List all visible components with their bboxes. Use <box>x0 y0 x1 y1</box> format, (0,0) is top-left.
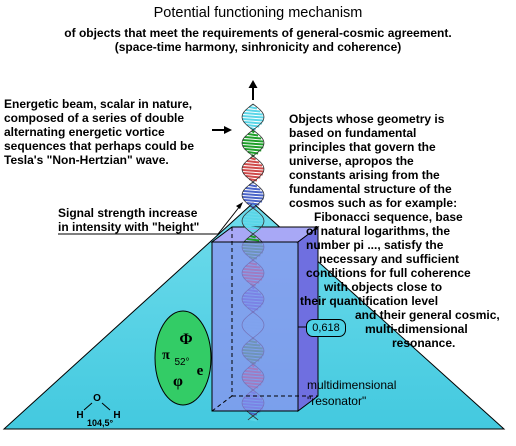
resonator-cube-front <box>211 227 318 412</box>
helix-rung <box>242 169 264 173</box>
helix-rung <box>251 208 255 212</box>
oxygen-atom: O <box>93 393 101 404</box>
signal-label: Signal strength increase in intensity wi… <box>58 206 199 234</box>
objects-description-line: number pi ..., satisfy the <box>306 238 444 252</box>
helix-rung <box>242 118 264 122</box>
objects-description-line: with objects close to <box>324 280 443 294</box>
helix-rung <box>248 106 258 110</box>
arrow-right-icon <box>212 126 232 134</box>
objects-description-line: cosmos such as for example: <box>289 196 458 210</box>
beam-description-line: Energetic beam, scalar in nature, <box>4 97 193 111</box>
beam-description-line: composed of a series of double <box>4 111 185 125</box>
helix-rung <box>248 184 258 188</box>
hydrogen-atom-right: H <box>113 410 120 421</box>
beam-description-line: sequences that perhaps could be <box>4 139 195 153</box>
subtitle-line-1: of objects that meet the requirements of… <box>64 26 452 40</box>
helix-rung <box>243 190 263 194</box>
signal-label-line: in intensity with "height" <box>58 220 200 234</box>
golden-ratio-badge: 0,618 <box>306 319 346 337</box>
objects-description-line: fundamental structure of the <box>289 182 452 196</box>
resonator-cube-back <box>210 226 320 412</box>
helix-rung <box>245 109 261 113</box>
helix-rung <box>251 130 255 134</box>
helix-rung <box>243 112 263 116</box>
objects-description-line: universe, apropos the <box>289 154 414 168</box>
objects-description-line: resonance. <box>392 336 456 350</box>
helix-rung <box>246 160 260 164</box>
helix-rung <box>243 199 263 203</box>
arrow-up-icon <box>248 80 258 100</box>
pi-symbol: π <box>162 348 170 363</box>
constants-oval: Φ π 52° e φ <box>154 310 212 406</box>
objects-description-line: necessary and sufficient <box>319 252 460 266</box>
helix-rung <box>244 148 262 152</box>
objects-description-line: constants arising from the <box>289 168 440 182</box>
hydrogen-atom-left: H <box>76 410 83 421</box>
helix-rung <box>244 226 262 230</box>
helix-rung <box>243 163 263 167</box>
helix-rung <box>247 211 259 215</box>
subtitle-line-2: (space-time harmony, sinhronicity and co… <box>114 40 402 54</box>
beam-description: Energetic beam, scalar in nature, compos… <box>4 97 194 167</box>
helix-rung <box>242 139 264 143</box>
signal-label-line: Signal strength increase <box>58 206 198 220</box>
helix-rung <box>242 145 264 149</box>
helix-rung <box>244 214 262 218</box>
helix-rung <box>242 166 264 170</box>
objects-description-line: conditions for full coherence <box>306 266 471 280</box>
objects-description-line: multi-dimensional <box>365 322 468 336</box>
helix-rung <box>245 175 261 179</box>
helix-rung <box>242 115 264 119</box>
objects-description-line: their quantification level <box>300 294 439 308</box>
objects-description-line: and their general cosmic, <box>355 308 500 322</box>
helix-rung <box>241 142 265 146</box>
beam-description-line: Tesla's "Non-Hertzian" wave. <box>4 153 169 167</box>
objects-description-line: Objects whose geometry is <box>289 112 445 126</box>
helix-rung <box>250 235 256 239</box>
beam-description-line: alternating energetic vortice <box>4 125 165 139</box>
helix-rung <box>244 136 262 140</box>
page-title: Potential functioning mechanism <box>153 5 363 21</box>
helix-rung <box>247 133 259 137</box>
helix-rung <box>246 238 260 242</box>
e-symbol: e <box>197 363 204 379</box>
objects-description-line: of natural logarithms, the <box>306 224 451 238</box>
resonator-label-line: "resonator" <box>307 394 367 408</box>
phi-lower-symbol: φ <box>173 373 183 390</box>
bond-angle-label: 104,5° <box>87 418 114 428</box>
helix-rung <box>242 193 264 197</box>
objects-description-line: Fibonacci sequence, base <box>314 210 463 224</box>
angle-label: 52° <box>174 357 189 368</box>
helix-rung <box>248 418 258 422</box>
helix-rung <box>242 217 264 221</box>
helix-rung <box>250 157 256 161</box>
water-molecule: O H H 104,5° <box>76 393 120 428</box>
phi-upper-symbol: Φ <box>179 331 192 348</box>
pointer-line-icon <box>58 202 243 235</box>
helix-rung <box>243 121 263 125</box>
helix-rung <box>245 187 261 191</box>
objects-description-line: based on fundamental <box>289 126 417 140</box>
objects-description-line: principles that govern the <box>289 140 436 154</box>
helix-rung <box>242 223 264 227</box>
helix-rung <box>241 220 265 224</box>
helix-rung <box>243 172 263 176</box>
helix-rung <box>242 196 264 200</box>
resonator-label-line: multidimensional <box>307 378 397 392</box>
